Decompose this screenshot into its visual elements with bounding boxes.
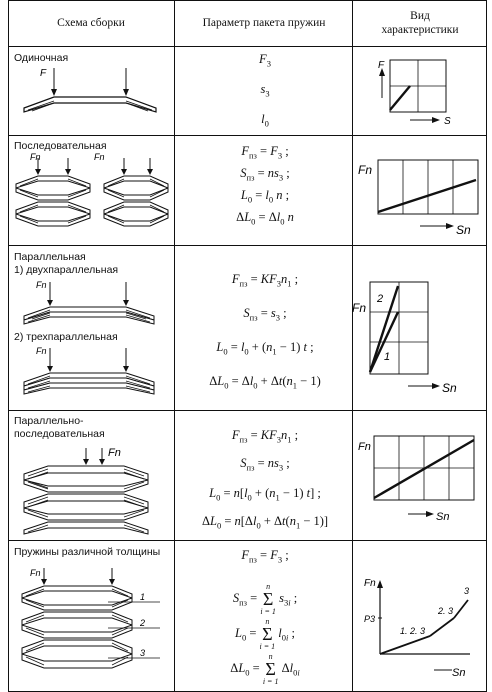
row-divider [8,135,486,136]
curve-label: 2 [376,293,383,305]
x-axis-label: Sn [436,511,449,523]
formula: Fпз = F3 ; [241,144,289,161]
scheme-title: Параллельно- [14,415,84,427]
formula: ΔL0 = Δl0 n [236,210,294,227]
y-axis-label: F [378,60,385,71]
formula: L0 = l0 n ; [240,188,290,205]
formula: Fпз = KF3n1 ; [231,428,299,445]
table-border-left [8,0,9,692]
force-label: F [40,68,47,79]
spring-number-label: 2 [139,618,145,628]
characteristic-chart-series: Fn Sn [358,159,479,237]
column-divider [174,0,175,692]
spring-number-label: 3 [140,648,145,658]
scheme-title: Последовательная [14,140,107,152]
y-axis-label: Fn [358,441,371,453]
curve-segment-label: 1. 2. 3 [400,626,425,636]
x-axis-label: Sn [452,667,465,679]
series-spring-drawing: Fn Fn [15,152,169,227]
force-label: Fn [36,346,47,356]
formula: ΔL0 = n[Δl0 + Δt(n1 − 1)] [201,514,329,531]
formula: L0 = l0 + (n1 − 1) t ; [216,340,314,357]
header-divider [8,46,486,47]
formula: Fпз = F3 ; [241,548,289,565]
varied-thickness-spring-drawing: Fn 1 2 3 [21,568,160,669]
force-label: Fn [94,152,105,162]
y-axis-label: Fn [364,578,376,589]
formula: Fпз = KF3n1 ; [231,272,299,289]
curve-label: 1 [384,351,390,363]
force-label: Fn [36,280,47,290]
scheme-subtitle: 2) трехпараллельная [14,331,118,343]
formula: ΔL0 = Δl0 + Δt(n1 − 1) [209,374,321,391]
table-border-top [8,0,486,1]
formula: Sпз = s3 ; [243,306,287,323]
column-divider [352,0,353,692]
scheme-title: Пружины различной толщины [14,546,161,558]
row-divider [8,540,486,541]
curve-segment-label: 2. 3 [437,606,453,616]
formula: F3 [259,52,271,69]
formula: l0 [261,112,269,129]
header-characteristic: Вид характеристики [381,10,459,36]
x-axis-label: Sn [456,223,471,237]
two-parallel-spring-drawing: Fn [23,280,155,325]
curve-segment-label: 3 [464,586,469,596]
x-axis-label: Sn [442,381,457,395]
force-label: Fn [30,152,41,162]
spring-number-label: 1 [140,592,145,602]
row-divider [8,245,486,246]
characteristic-chart-varied: Fn P3 Sn 1. 2. 3 2. 3 3 [364,578,470,679]
formula: s3 [260,82,270,99]
characteristic-chart-parallel-series: Fn Sn [358,435,475,523]
header-params: Параметр пакета пружин [202,17,326,29]
characteristic-chart-parallel: Fn Sn 1 2 [352,281,457,395]
parallel-series-spring-drawing: Fn [23,447,149,535]
scheme-title: последовательная [14,428,105,440]
formula: L0 = n[l0 + (n1 − 1) t] ; [209,486,321,503]
y-level-label: P3 [364,614,375,624]
force-label: Fn [108,447,121,459]
force-label: Fn [30,568,41,578]
table-border-right [486,0,487,692]
single-spring-drawing: F [23,68,157,113]
y-axis-label: Fn [358,163,372,177]
formula: Sпз = ns3 ; [240,456,290,473]
scheme-subtitle: 1) двухпараллельная [14,264,119,276]
y-axis-label: Fn [352,301,366,315]
characteristic-chart-single: F S [378,59,451,127]
scheme-title: Одиночная [14,52,69,64]
header-scheme: Схема сборки [57,17,125,29]
formula: Sпз = ns3 ; [240,166,290,183]
row-divider [8,410,486,411]
x-axis-label: S [444,116,451,127]
scheme-title: Параллельная [14,251,86,263]
three-parallel-spring-drawing: Fn [23,346,155,395]
